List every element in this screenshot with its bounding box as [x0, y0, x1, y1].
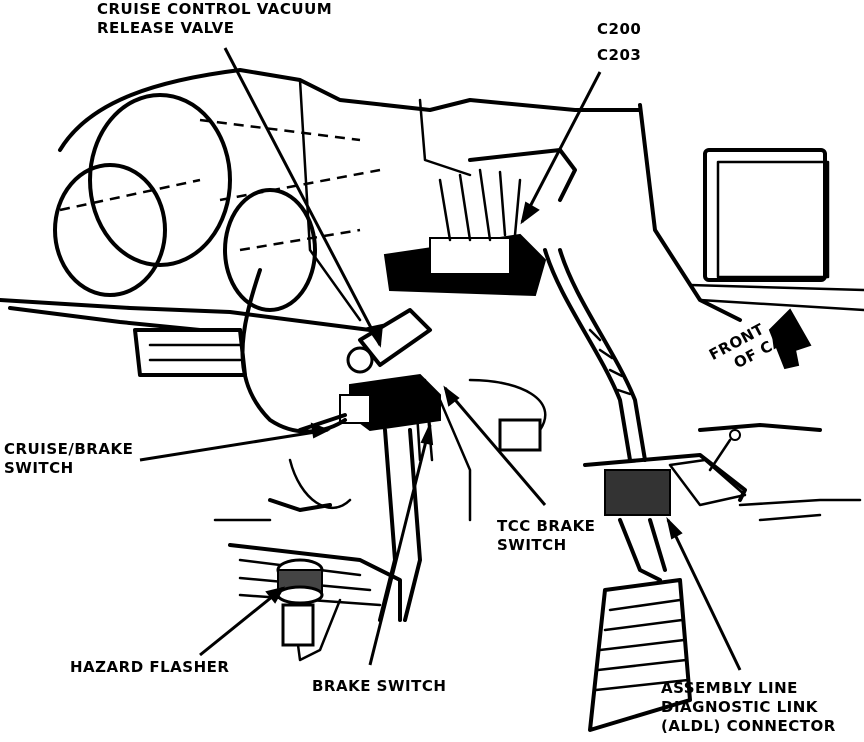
accelerator-pedal: [588, 518, 692, 732]
label-c200: C200: [597, 20, 642, 38]
label-aldl-line2: DIAGNOSTIC LINK: [661, 698, 818, 716]
hazard-flasher-body: [276, 558, 342, 662]
wiring-harness: [543, 248, 647, 462]
knee-bolster: [133, 328, 247, 377]
label-aldl-line1: ASSEMBLY LINE: [661, 679, 798, 697]
connector-c200-c203: [383, 148, 577, 297]
label-tcc-brake-switch: TCC BRAKE SWITCH: [497, 517, 595, 555]
label-c203: C203: [597, 46, 642, 64]
label-brake-switch: BRAKE SWITCH: [312, 677, 447, 695]
aldl-connector: [583, 423, 862, 522]
label-cruise-brake-switch: CRUISE/BRAKE SWITCH: [4, 440, 133, 478]
tcc-connector: [468, 378, 547, 452]
label-tcc-brake-line1: TCC BRAKE: [497, 517, 596, 535]
loose-wires: [240, 268, 352, 510]
label-hazard-flasher: HAZARD FLASHER: [70, 658, 230, 676]
label-cruise-brake-line2: SWITCH: [4, 459, 74, 477]
brake-pedal-arm: [378, 398, 472, 622]
label-cruise-valve-line2: RELEASE VALVE: [97, 19, 235, 37]
front-of-car-arrow: [768, 308, 812, 370]
label-aldl-connector: ASSEMBLY LINE DIAGNOSTIC LINK (ALDL) CON…: [661, 679, 836, 736]
label-cruise-valve-line1: CRUISE CONTROL VACUUM: [97, 0, 333, 18]
label-cruise-brake-line1: CRUISE/BRAKE: [4, 440, 134, 458]
label-tcc-brake-line2: SWITCH: [497, 536, 567, 554]
label-cruise-valve: CRUISE CONTROL VACUUM RELEASE VALVE: [97, 0, 332, 38]
leader-lines: [139, 47, 742, 671]
dash-vents: [53, 93, 381, 312]
display-panel: [703, 148, 830, 282]
dash-panel: [0, 68, 864, 332]
label-aldl-line3: (ALDL) CONNECTOR: [661, 717, 836, 735]
